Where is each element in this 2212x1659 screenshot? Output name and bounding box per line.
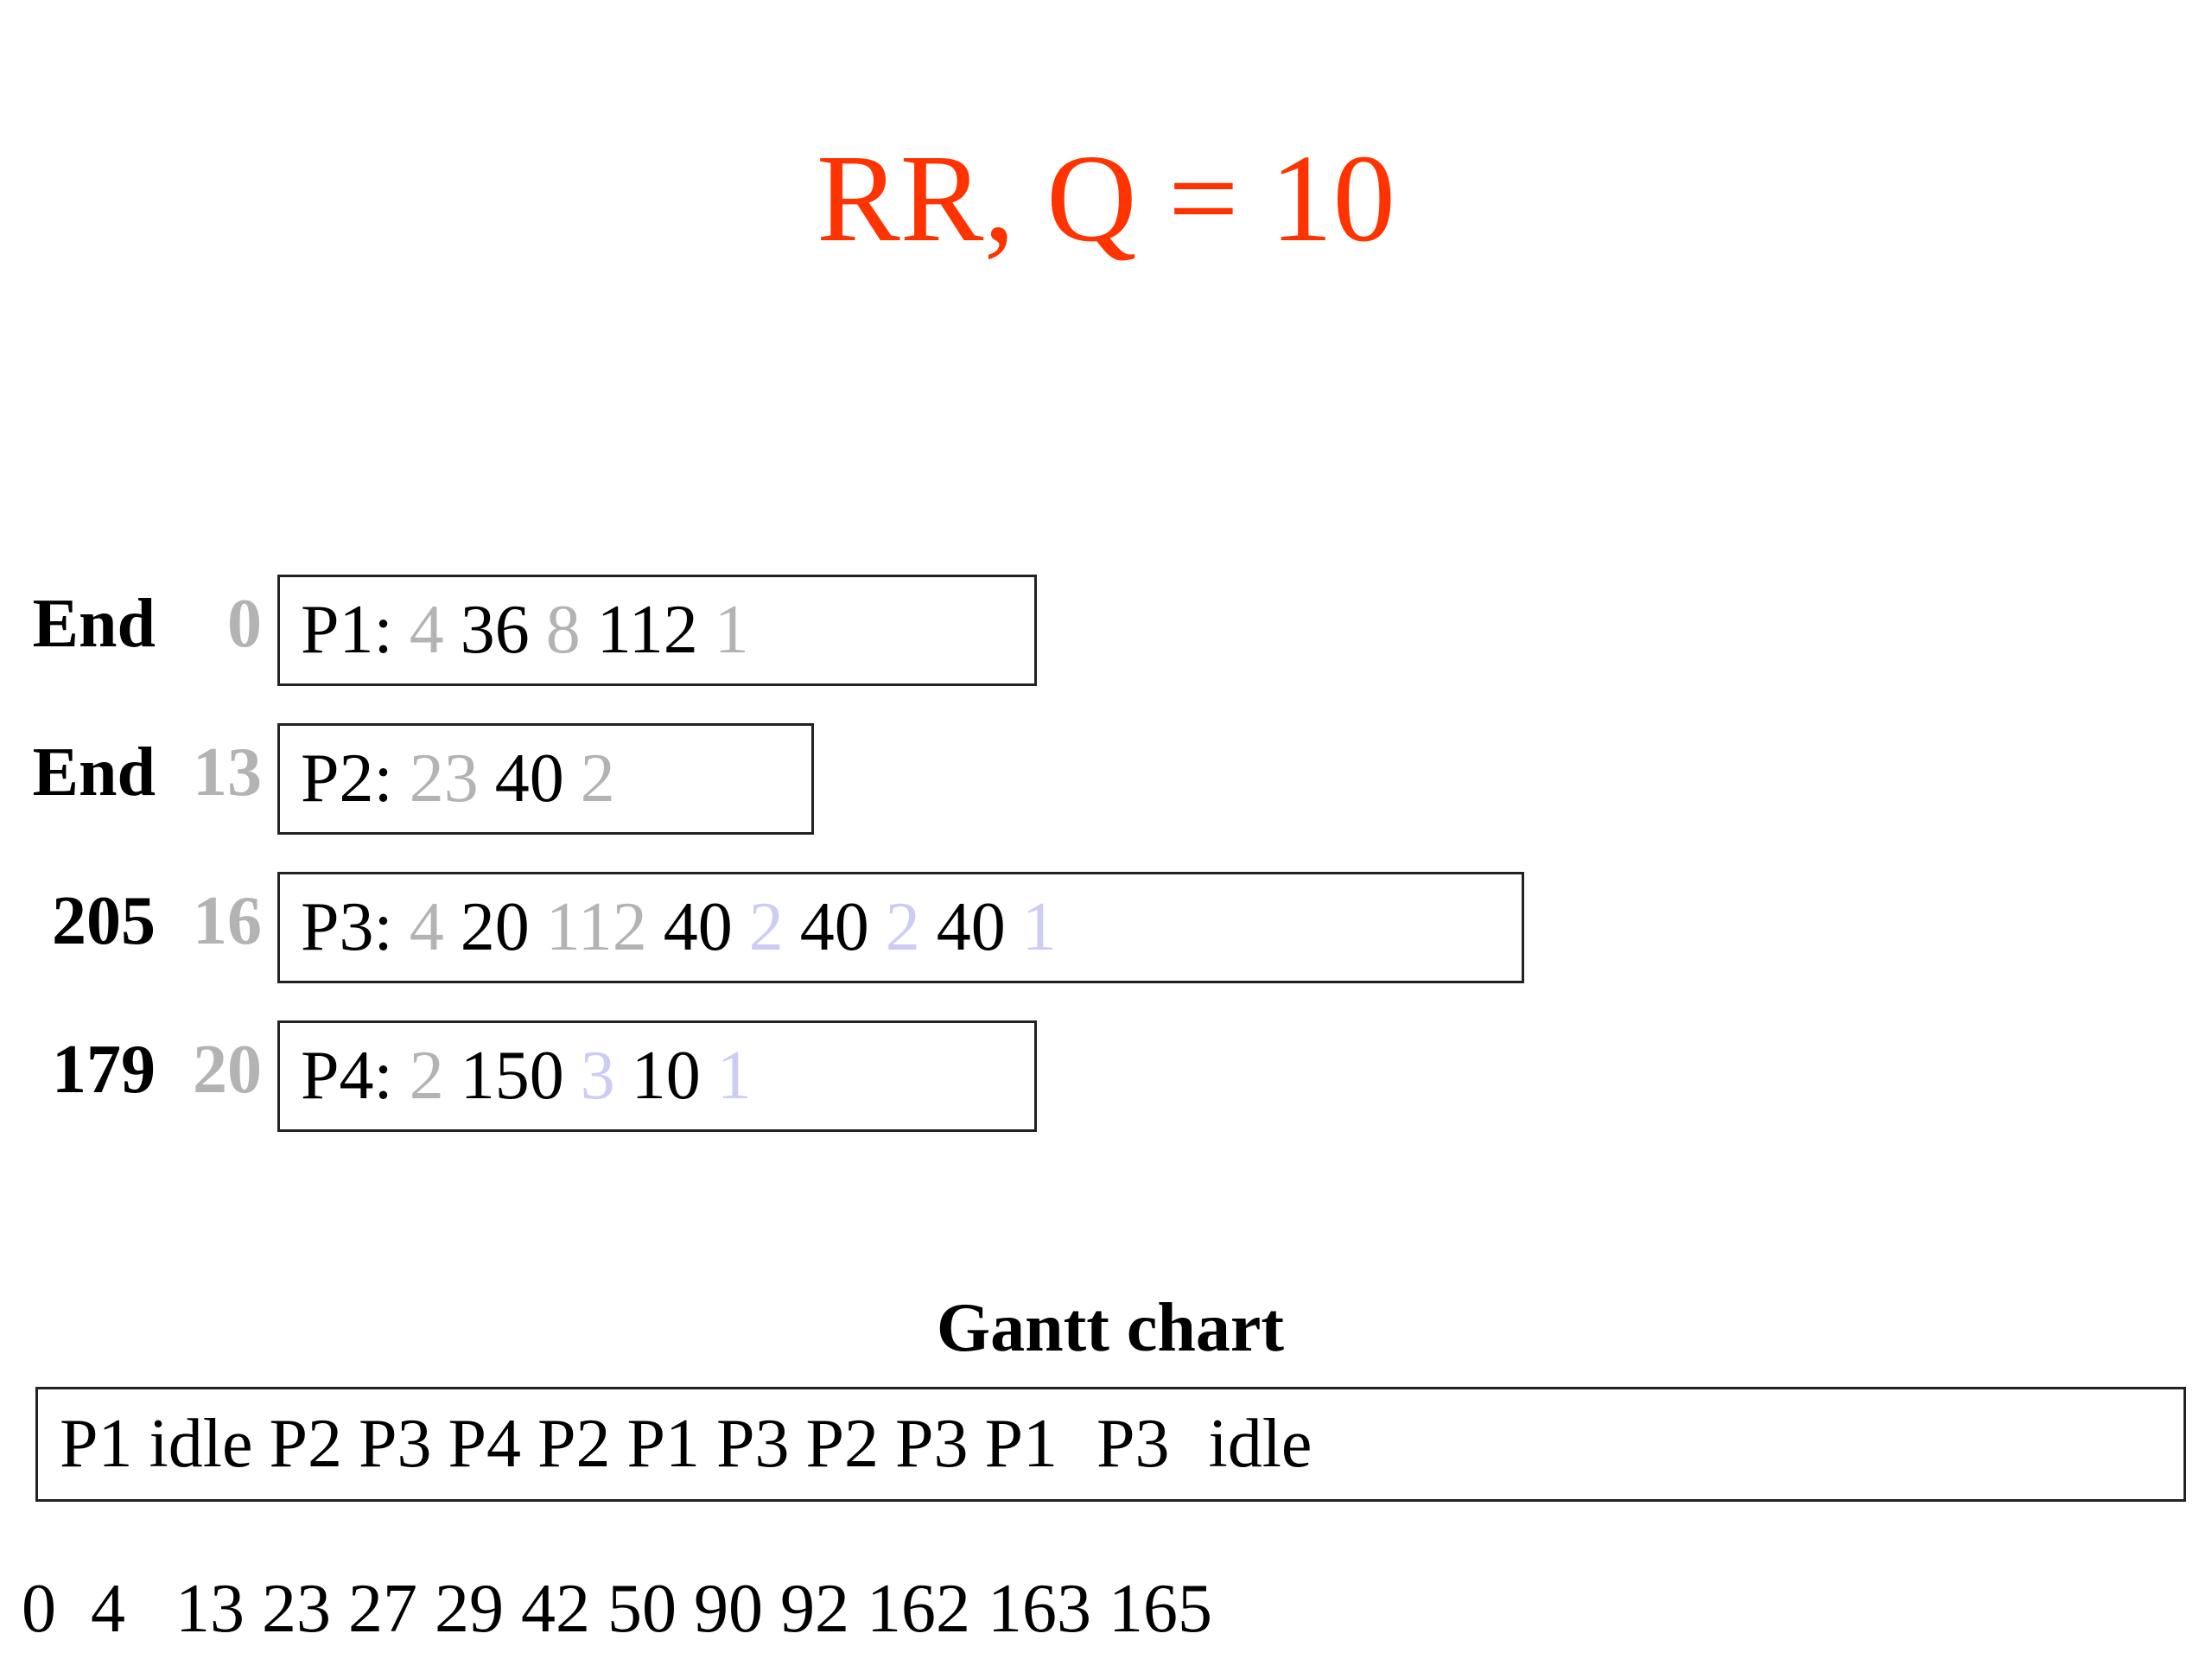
io-burst-value: 3 [580, 1038, 615, 1114]
process-arrival-time: 20 [193, 1032, 262, 1108]
io-burst-value: 2 [885, 889, 920, 965]
gantt-time-label: 92 [780, 1571, 849, 1647]
io-burst-value: 23 [409, 741, 479, 817]
gantt-time-label: 163 [988, 1571, 1091, 1647]
process-label: P3: [301, 889, 393, 965]
gantt-time-label: 165 [1109, 1571, 1212, 1647]
cpu-burst-value: 20 [460, 889, 530, 965]
process-arrival-time: 0 [227, 586, 262, 662]
cpu-burst-value: 10 [631, 1038, 701, 1114]
gantt-time-label: 23 [262, 1571, 331, 1647]
gantt-segment: P2 [537, 1406, 611, 1482]
gantt-segment: P3 [715, 1406, 790, 1482]
gantt-segment: P3 [358, 1406, 432, 1482]
gantt-segment: P4 [448, 1406, 521, 1482]
io-burst-value: 4 [409, 889, 444, 965]
io-burst-value: 8 [545, 592, 581, 668]
cpu-burst-value: 40 [663, 889, 733, 965]
gantt-segment: P2 [269, 1406, 342, 1482]
process-label: P1: [301, 592, 393, 668]
process-label: P4: [301, 1038, 393, 1114]
io-burst-value: 1 [714, 592, 749, 668]
gantt-segment: P3 [1096, 1406, 1170, 1482]
cpu-burst-value: 40 [936, 889, 1006, 965]
io-burst-value: 2 [409, 1038, 444, 1114]
gantt-segment: P2 [805, 1406, 879, 1482]
process-label: P2: [301, 741, 393, 817]
io-burst-value: 2 [580, 741, 615, 817]
gantt-segment: P1 [60, 1406, 133, 1482]
io-burst-value: 2 [748, 889, 784, 965]
cpu-burst-value: 112 [596, 592, 698, 668]
gantt-segment: P3 [894, 1406, 969, 1482]
process-end-value: End [32, 734, 156, 810]
process-end-value: 205 [52, 883, 156, 959]
process-arrival-time: 16 [193, 883, 262, 959]
gantt-time-label: 162 [867, 1571, 970, 1647]
io-burst-value: 112 [545, 889, 647, 965]
cpu-burst-value: 40 [799, 889, 869, 965]
slide-title: RR, Q = 10 [817, 130, 1395, 268]
gantt-time-label: 4 [91, 1571, 125, 1647]
cpu-burst-value: 150 [460, 1038, 564, 1114]
process-end-value: 179 [52, 1032, 156, 1108]
gantt-time-label: 27 [348, 1571, 417, 1647]
io-burst-value: 1 [1021, 889, 1057, 965]
gantt-time-label: 42 [521, 1571, 590, 1647]
process-end-value: End [32, 586, 156, 662]
process-arrival-time: 13 [193, 734, 262, 810]
gantt-segment: P1 [626, 1406, 700, 1482]
io-burst-value: 4 [409, 592, 444, 668]
gantt-time-label: 90 [694, 1571, 763, 1647]
gantt-segment: idle [149, 1406, 253, 1482]
io-burst-value: 1 [716, 1038, 752, 1114]
gantt-title: Gantt chart [936, 1290, 1285, 1366]
gantt-segment: P1 [984, 1406, 1058, 1482]
cpu-burst-value: 40 [494, 741, 564, 817]
gantt-time-label: 50 [607, 1571, 677, 1647]
cpu-burst-value: 36 [460, 592, 530, 668]
gantt-segment: idle [1208, 1406, 1313, 1482]
gantt-time-label: 0 [22, 1571, 56, 1647]
gantt-time-label: 13 [175, 1571, 245, 1647]
gantt-time-label: 29 [435, 1571, 504, 1647]
